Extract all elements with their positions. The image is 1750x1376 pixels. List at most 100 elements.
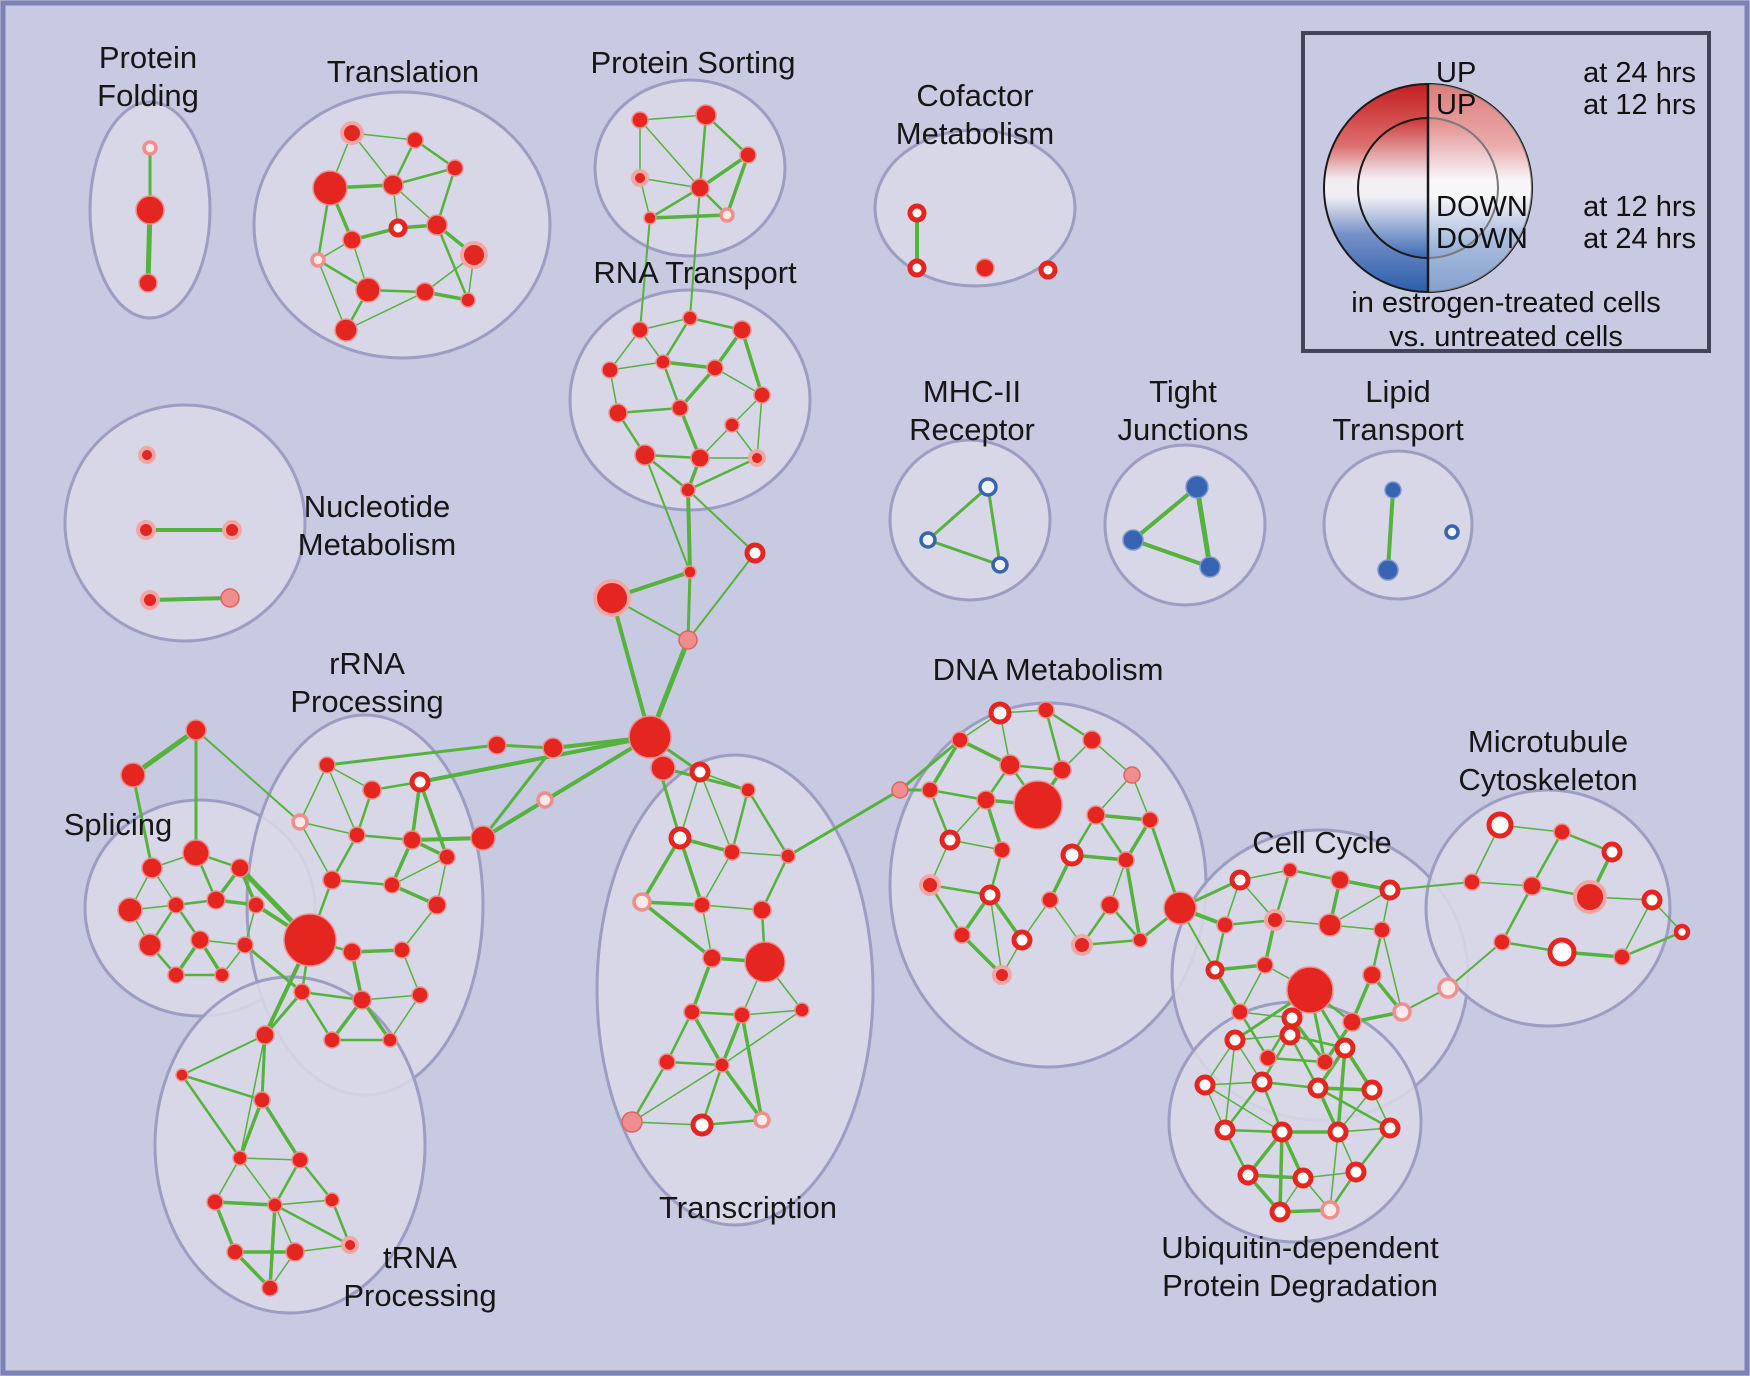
network-node-up (285, 1242, 305, 1262)
network-node-up (120, 762, 146, 788)
network-edge (130, 727, 199, 778)
network-edge (239, 1157, 276, 1206)
cluster-ellipse-cofactor-metabolism (873, 128, 1077, 288)
network-node-up (628, 715, 672, 759)
network-node-up (253, 1091, 271, 1109)
network-node-up (226, 1243, 244, 1261)
network-node-mixed (1205, 960, 1225, 980)
network-edge (926, 485, 990, 542)
network-node-up (470, 825, 496, 851)
network-edge (989, 894, 1003, 976)
network-node-up (411, 986, 429, 1004)
network-edge (639, 114, 707, 121)
network-node-up (426, 214, 448, 236)
network-node-up (117, 897, 143, 923)
network-edge (731, 851, 789, 857)
network-edge (1194, 484, 1213, 570)
network-node-up (427, 895, 447, 915)
network-node-up (732, 320, 752, 340)
network-node-up (348, 826, 366, 844)
network-node-up (255, 1025, 275, 1045)
network-node-up (236, 936, 254, 954)
network-node-mixed (1214, 1119, 1236, 1141)
network-node-up (752, 900, 772, 920)
network-node-up (230, 858, 250, 878)
network-node-up (283, 913, 337, 967)
network-edge (300, 990, 334, 1042)
network-node-up (438, 848, 456, 866)
network-edge (1471, 881, 1533, 887)
network-node-up (138, 273, 158, 293)
network-node-down (1384, 481, 1402, 499)
network-edge (1381, 929, 1403, 1013)
network-node-up-halo (341, 1236, 359, 1254)
network-edge (1530, 830, 1564, 888)
network-node-up-halo (992, 965, 1012, 985)
network-node-up (740, 782, 756, 798)
network-node-mixed (1224, 1029, 1246, 1051)
network-edge (195, 729, 301, 823)
network-edge (1447, 941, 1503, 989)
network-node-pink-ring (719, 207, 735, 223)
network-edge (1329, 1131, 1339, 1211)
legend-time-up-12: at 12 hrs (1583, 89, 1696, 121)
network-node-up (1522, 876, 1542, 896)
cluster-label-protein-sorting: Protein Sorting (590, 45, 795, 80)
network-node-up (999, 754, 1021, 776)
network-edge (1500, 884, 1534, 944)
network-node-down-ring (919, 531, 937, 549)
network-node-up (1141, 811, 1159, 829)
network-edge (639, 217, 651, 331)
network-node-up (138, 933, 162, 957)
network-node-up (415, 282, 435, 302)
network-edge (648, 213, 729, 220)
network-edge (330, 878, 394, 887)
network-node-up (382, 1032, 398, 1048)
network-edge (274, 1199, 333, 1206)
network-node-pink-ring (310, 252, 326, 268)
cluster-label-cofactor-metabolism: Metabolism (896, 116, 1055, 151)
network-node-up (706, 359, 724, 377)
network-edge (898, 738, 962, 792)
network-node-up (1362, 965, 1382, 985)
network-node-pink-ring (1392, 1002, 1412, 1022)
cluster-label-cell-cycle: Cell Cycle (1252, 825, 1392, 860)
network-node-up (1163, 891, 1197, 925)
network-node-mixed (1379, 1117, 1401, 1139)
network-node-mixed (1229, 869, 1251, 891)
network-node-up (1216, 916, 1234, 934)
network-node-up (1013, 780, 1063, 830)
cluster-label-protein-folding: Protein (99, 40, 197, 75)
network-node-up (1041, 891, 1059, 909)
network-node-up (542, 737, 564, 759)
network-node-mixed (1334, 1037, 1356, 1059)
network-edge (299, 821, 333, 881)
network-edge (260, 1098, 302, 1162)
network-node-mixed (1673, 923, 1691, 941)
network-node-up (658, 1053, 676, 1071)
network-node-up-halo (1071, 934, 1093, 956)
network-node-up (446, 159, 464, 177)
network-node-up (323, 1031, 341, 1049)
network-edge (273, 1203, 352, 1247)
network-edge (131, 773, 154, 870)
network-node-up (744, 941, 786, 983)
network-node-up (1086, 805, 1106, 825)
network-edge (243, 943, 304, 994)
network-edge (721, 1009, 803, 1066)
network-edge (701, 851, 733, 906)
network-node-up (695, 104, 717, 126)
network-node-pink (678, 630, 698, 650)
network-node-up (1613, 948, 1631, 966)
network-node-up-halo (340, 121, 364, 145)
network-edge (1044, 708, 1064, 772)
cluster-ellipse-transcription (595, 753, 875, 1227)
network-node-up (682, 310, 698, 326)
network-edge (720, 1013, 744, 1067)
network-edge (686, 456, 759, 492)
network-edge (1124, 858, 1142, 942)
network-edge (926, 538, 1002, 567)
legend-word-up-12: UP (1436, 89, 1476, 121)
network-node-up (382, 174, 404, 196)
network-edge (631, 1121, 703, 1126)
